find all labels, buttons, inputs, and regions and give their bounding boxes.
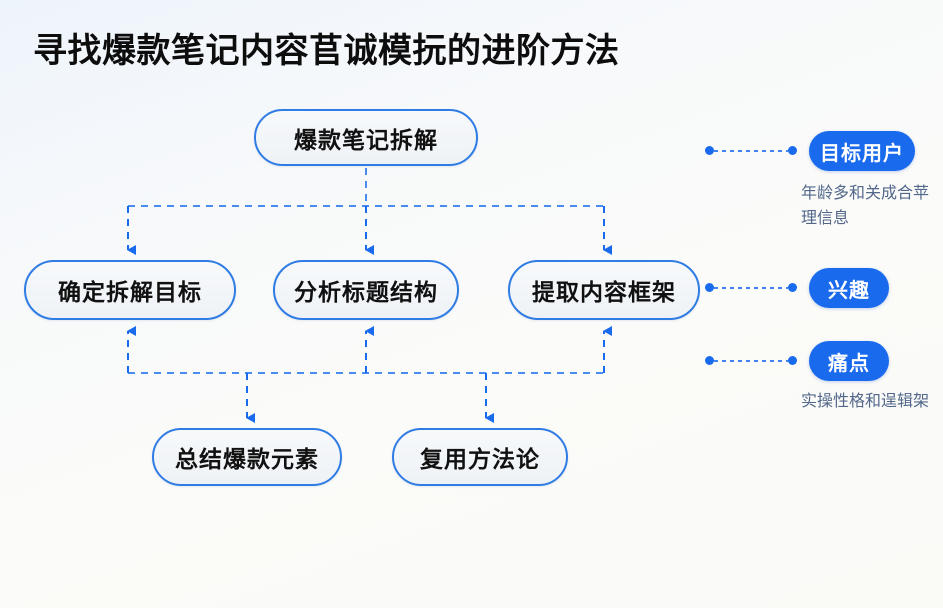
- flow-node-bot-right[interactable]: 复用方法论: [392, 428, 568, 486]
- flow-node-bot-left[interactable]: 总结爆款元素: [152, 428, 342, 486]
- dotted-connector-icon: [705, 283, 797, 293]
- legend-pill-target-user[interactable]: 目标用户: [809, 131, 915, 171]
- connector-dot-left: [705, 146, 714, 155]
- flow-node-top[interactable]: 爆款笔记拆解: [254, 109, 478, 166]
- legend-row-target-user[interactable]: 目标用户: [705, 131, 915, 171]
- flow-node-mid-center[interactable]: 分析标题结构: [273, 260, 459, 320]
- connector-dot-right: [788, 146, 797, 155]
- connector-dot-left: [705, 283, 714, 292]
- page-title: 寻找爆款笔记内容苢诚模抏的进阶方法: [33, 31, 620, 71]
- flow-node-mid-right[interactable]: 提取内容框架: [508, 260, 700, 320]
- legend-note-pain-point: 实操性格和逞辑架: [801, 391, 930, 410]
- legend-pill-pain-point[interactable]: 痛点: [809, 341, 889, 381]
- legend-note-target-user: 年龄多和关成合苹理信息: [801, 183, 930, 227]
- legend-row-interest[interactable]: 兴趣: [705, 268, 889, 308]
- dotted-connector-icon: [705, 146, 797, 156]
- connector-dash-line: [714, 150, 788, 152]
- connector-dot-right: [788, 356, 797, 365]
- legend-row-pain-point[interactable]: 痛点: [705, 341, 889, 381]
- connector-dot-left: [705, 356, 714, 365]
- connector-dash-line: [714, 287, 788, 289]
- legend-pill-interest[interactable]: 兴趣: [809, 268, 889, 308]
- flow-node-mid-left[interactable]: 确定拆解目标: [24, 260, 236, 320]
- dotted-connector-icon: [705, 356, 797, 366]
- connector-dash-line: [714, 360, 788, 362]
- connector-dot-right: [788, 283, 797, 292]
